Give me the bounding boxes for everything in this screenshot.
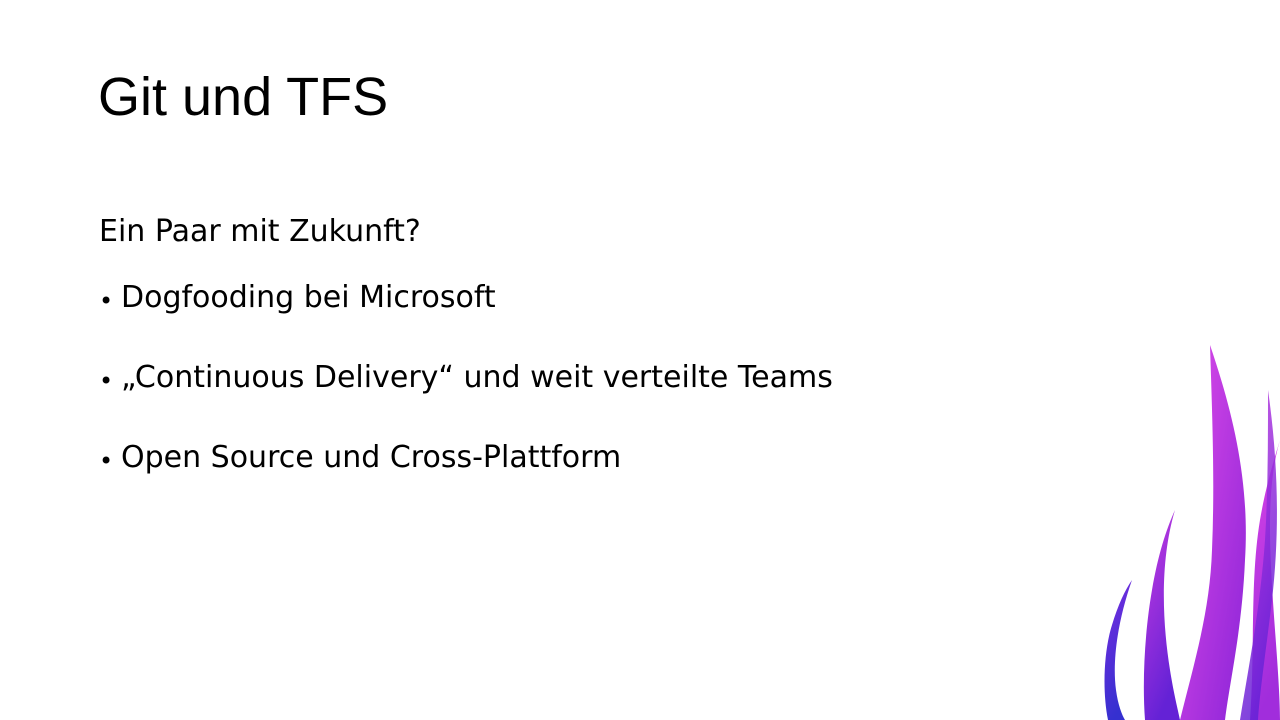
- flame-graphic: [1104, 345, 1280, 720]
- slide-subtitle: Ein Paar mit Zukunft?: [99, 214, 421, 249]
- bullet-item: • „Continuous Delivery“ und weit verteil…: [99, 360, 833, 440]
- bullet-text: Dogfooding bei Microsoft: [121, 280, 496, 315]
- bullet-marker: •: [99, 367, 114, 395]
- bullet-list: • Dogfooding bei Microsoft • „Continuous…: [99, 280, 833, 520]
- bullet-item: • Open Source und Cross-Plattform: [99, 440, 833, 520]
- slide-title: Git und TFS: [98, 67, 389, 127]
- flame-shape: [1180, 345, 1246, 720]
- bullet-marker: •: [99, 287, 114, 315]
- flame-shape: [1143, 510, 1180, 720]
- flame-shape: [1240, 390, 1277, 720]
- bullet-item: • Dogfooding bei Microsoft: [99, 280, 833, 360]
- bullet-text: Open Source und Cross-Plattform: [121, 440, 622, 475]
- flame-shape: [1104, 580, 1132, 720]
- bullet-text: „Continuous Delivery“ und weit verteilte…: [121, 360, 833, 395]
- bullet-marker: •: [99, 447, 114, 475]
